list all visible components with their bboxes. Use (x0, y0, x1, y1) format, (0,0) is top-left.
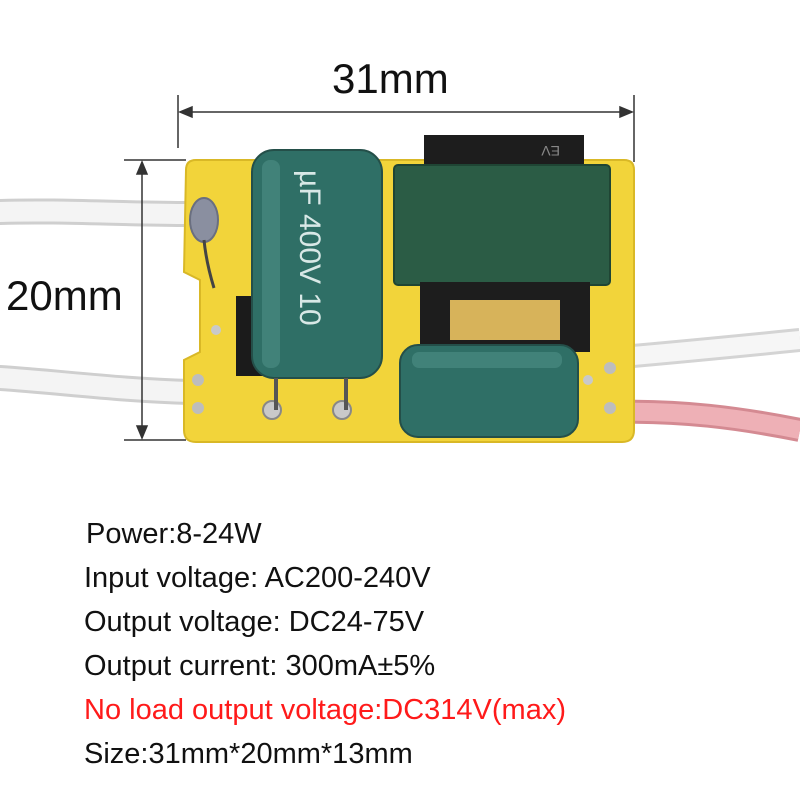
svg-text:µF 400V 10: µF 400V 10 (293, 170, 326, 326)
fuse-component (189, 197, 219, 289)
large-capacitor: µF 400V 10 (251, 149, 383, 410)
transformer-component: EV (393, 135, 611, 352)
height-dimension-line (124, 159, 186, 441)
small-capacitor (399, 344, 579, 438)
svg-text:EV: EV (541, 143, 560, 159)
product-photo: EV µF 400V 10 31mm 20mm (0, 55, 800, 443)
input-wires (0, 198, 203, 405)
driver-board-illustration: EV µF 400V 10 (0, 95, 800, 443)
specification-list: Power:8-24W Input voltage: AC200-240V Ou… (84, 512, 784, 776)
width-dimension-line (177, 95, 635, 162)
spec-input-voltage: Input voltage: AC200-240V (84, 562, 431, 594)
spec-output-voltage: Output voltage: DC24-75V (84, 606, 425, 638)
spec-size: Size:31mm*20mm*13mm (84, 738, 413, 770)
spec-output-current: Output current: 300mA±5% (84, 650, 436, 682)
height-dimension-label: 20mm (6, 272, 123, 319)
width-dimension-label: 31mm (332, 55, 449, 102)
output-wires (608, 328, 800, 442)
spec-power: Power:8-24W (86, 518, 262, 550)
spec-no-load-voltage: No load output voltage:DC314V(max) (84, 694, 566, 726)
